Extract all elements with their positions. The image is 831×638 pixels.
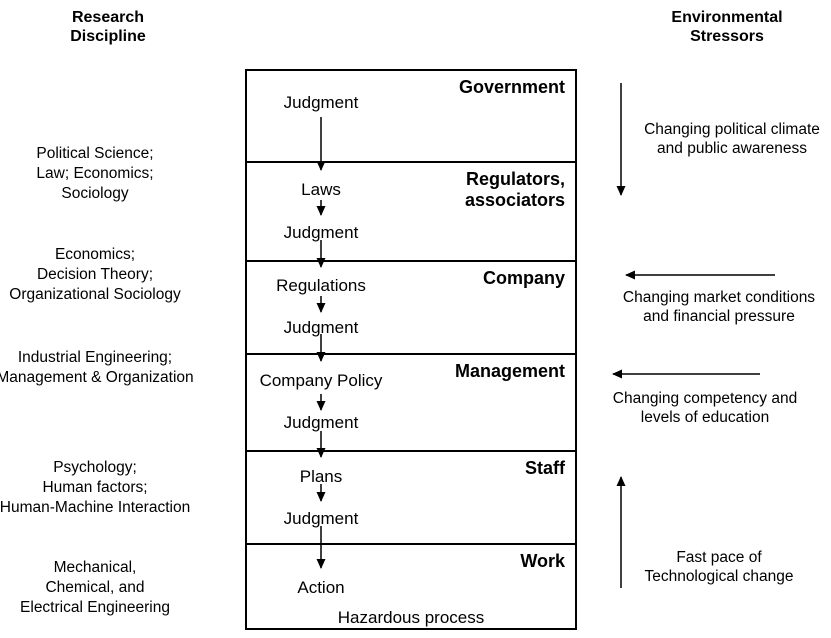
discipline-label-work: Mechanical, Chemical, and Electrical Eng… bbox=[20, 559, 170, 616]
level-label-management: Management bbox=[454, 361, 565, 381]
flow-text-company-policy: Company Policy bbox=[259, 371, 383, 390]
flow-text-regulations: Regulations bbox=[276, 276, 366, 295]
level-label-work: Work bbox=[520, 551, 565, 571]
discipline-label-management: Industrial Engineering; Management & Org… bbox=[0, 349, 194, 386]
discipline-label-company: Economics; Decision Theory; Organization… bbox=[9, 246, 181, 303]
level-label-company: Company bbox=[482, 268, 565, 288]
level-label-staff: Staff bbox=[525, 458, 565, 478]
stressor-political-climate: Changing political climate and public aw… bbox=[644, 121, 820, 157]
flow-text-judgment-management: Judgment bbox=[283, 413, 359, 432]
discipline-label-regulators: Political Science; Law; Economics; Socio… bbox=[36, 145, 154, 202]
flow-text-judgment-government: Judgment bbox=[283, 93, 359, 112]
flow-text-plans: Plans bbox=[299, 467, 343, 486]
level-row-company: Company bbox=[247, 260, 575, 353]
stressor-competency: Changing competency and levels of educat… bbox=[612, 390, 798, 426]
level-row-work: Work bbox=[247, 543, 575, 628]
stressor-technological-change: Fast pace of Technological change bbox=[644, 549, 794, 585]
level-row-regulators: Regulators, associators bbox=[247, 161, 575, 260]
flow-text-laws: Laws bbox=[301, 180, 341, 199]
discipline-label-staff: Psychology; Human factors; Human-Machine… bbox=[0, 459, 191, 516]
level-label-government: Government bbox=[458, 77, 565, 97]
hazardous-process-label: Hazardous process bbox=[337, 608, 485, 627]
flow-text-judgment-staff: Judgment bbox=[283, 509, 359, 528]
level-row-staff: Staff bbox=[247, 450, 575, 543]
flow-text-judgment-regulators: Judgment bbox=[283, 223, 359, 242]
research-discipline-header: Research Discipline bbox=[70, 9, 146, 45]
level-row-government: Government bbox=[247, 71, 575, 161]
stressor-market-conditions: Changing market conditions and financial… bbox=[622, 289, 816, 325]
flow-text-action: Action bbox=[297, 578, 345, 597]
flow-text-judgment-company: Judgment bbox=[283, 318, 359, 337]
level-label-regulators: Regulators, associators bbox=[464, 169, 565, 210]
environmental-stressors-header: Environmental Stressors bbox=[671, 9, 783, 45]
system-levels-box: Government Regulators, associators Compa… bbox=[245, 69, 577, 630]
level-row-management: Management bbox=[247, 353, 575, 450]
